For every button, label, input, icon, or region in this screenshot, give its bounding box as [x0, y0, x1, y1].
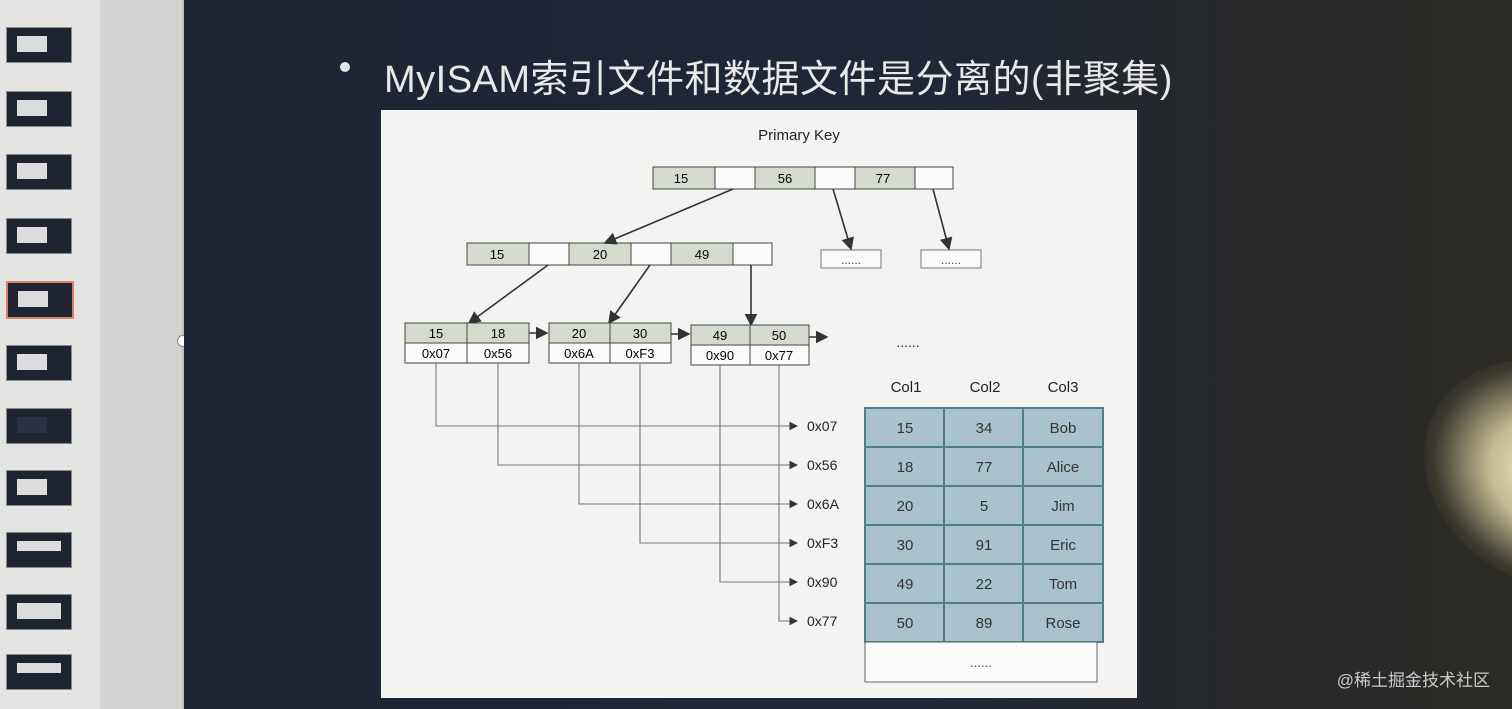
pointer-lines — [435, 363, 799, 626]
table-cell: Tom — [1049, 576, 1077, 593]
slide-title: MyISAM索引文件和数据文件是分离的(非聚集) — [384, 59, 1173, 101]
table-cell: Eric — [1050, 537, 1076, 554]
tree-edges — [467, 188, 953, 327]
leaf-pointer: 0x6A — [564, 346, 594, 361]
table-cell: 77 — [976, 459, 993, 476]
table-cell: 89 — [976, 615, 993, 632]
table-cell: 18 — [897, 459, 914, 476]
slide-thumbnail-panel — [0, 0, 100, 709]
btree-leaf-node: 49 50 0x90 0x77 — [690, 324, 810, 366]
watermark: @稀土掘金技术社区 — [1336, 671, 1490, 690]
row-address: 0x56 — [807, 457, 838, 473]
slide-thumbnail-7[interactable] — [6, 408, 72, 444]
table-header: Col3 — [1048, 379, 1079, 396]
leaf-key: 20 — [572, 326, 586, 341]
diagram-heading: Primary Key — [758, 127, 840, 144]
row-address: 0xF3 — [807, 535, 838, 551]
child-node-ellipsis: ...... — [841, 253, 861, 267]
table-cell: 30 — [897, 537, 914, 554]
slide-thumbnail-8[interactable] — [6, 470, 72, 506]
leaf-pointer: 0x56 — [484, 346, 512, 361]
btree-internal-node: 15 20 49 — [466, 242, 773, 266]
slide-thumbnail-4[interactable] — [6, 218, 72, 254]
leaf-pointer: 0x07 — [422, 346, 450, 361]
table-cell: Alice — [1047, 459, 1080, 476]
myisam-index-diagram: Primary Key 15 56 77 ...... ...... 15 — [381, 110, 1137, 698]
child-node-ellipsis: ...... — [941, 253, 961, 267]
table-cell: Jim — [1051, 498, 1074, 515]
slide-thumbnail-10[interactable] — [6, 594, 72, 630]
internal-key: 49 — [695, 247, 709, 262]
leaf-key: 49 — [713, 328, 727, 343]
row-address: 0x77 — [807, 613, 838, 629]
data-table — [864, 407, 1104, 683]
btree-root-node: 15 56 77 — [652, 166, 954, 190]
table-cell: Rose — [1045, 615, 1080, 632]
title-bullet — [340, 62, 350, 72]
table-footer-row — [864, 641, 1098, 683]
table-cell: 5 — [980, 498, 988, 515]
slide-thumbnail-3[interactable] — [6, 154, 72, 190]
leaf-ellipsis: ...... — [896, 334, 919, 350]
table-cell: 22 — [976, 576, 993, 593]
slide-thumbnail-1[interactable] — [6, 27, 72, 63]
screen-glare — [1383, 314, 1512, 636]
leaf-links — [529, 326, 829, 344]
table-cell: Bob — [1050, 420, 1077, 437]
btree-leaf-node: 20 30 0x6A 0xF3 — [548, 322, 672, 364]
root-key: 56 — [778, 171, 792, 186]
leaf-key: 50 — [772, 328, 786, 343]
row-address: 0x6A — [807, 496, 840, 512]
table-cell: 15 — [897, 420, 914, 437]
root-key: 15 — [674, 171, 688, 186]
leaf-key: 15 — [429, 326, 443, 341]
slide-thumbnail-2[interactable] — [6, 91, 72, 127]
table-cell: 34 — [976, 420, 993, 437]
leaf-pointer: 0x90 — [706, 348, 734, 363]
table-footer-ellipsis: ...... — [970, 655, 992, 670]
root-key: 77 — [876, 171, 890, 186]
table-header: Col2 — [970, 379, 1001, 396]
leaf-pointer: 0xF3 — [626, 346, 655, 361]
internal-key: 20 — [593, 247, 607, 262]
table-header: Col1 — [891, 379, 922, 396]
table-cell: 91 — [976, 537, 993, 554]
leaf-pointer: 0x77 — [765, 348, 793, 363]
leaf-key: 18 — [491, 326, 505, 341]
table-cell: 20 — [897, 498, 914, 515]
table-cell: 50 — [897, 615, 914, 632]
table-cell: 49 — [897, 576, 914, 593]
row-address: 0x90 — [807, 574, 838, 590]
btree-leaf-node: 15 18 0x07 0x56 — [404, 322, 530, 364]
slide-thumbnail-11[interactable] — [6, 654, 72, 690]
slide-thumbnail-9[interactable] — [6, 532, 72, 568]
thumbnail-panel-gutter — [100, 0, 184, 709]
slide-thumbnail-5[interactable] — [6, 281, 74, 319]
table-cells: 15 34 Bob 18 77 Alice 20 5 Jim 30 91 Eri… — [897, 420, 1081, 632]
slide-thumbnail-6[interactable] — [6, 345, 72, 381]
leaf-key: 30 — [633, 326, 647, 341]
internal-key: 15 — [490, 247, 504, 262]
row-address: 0x07 — [807, 418, 838, 434]
